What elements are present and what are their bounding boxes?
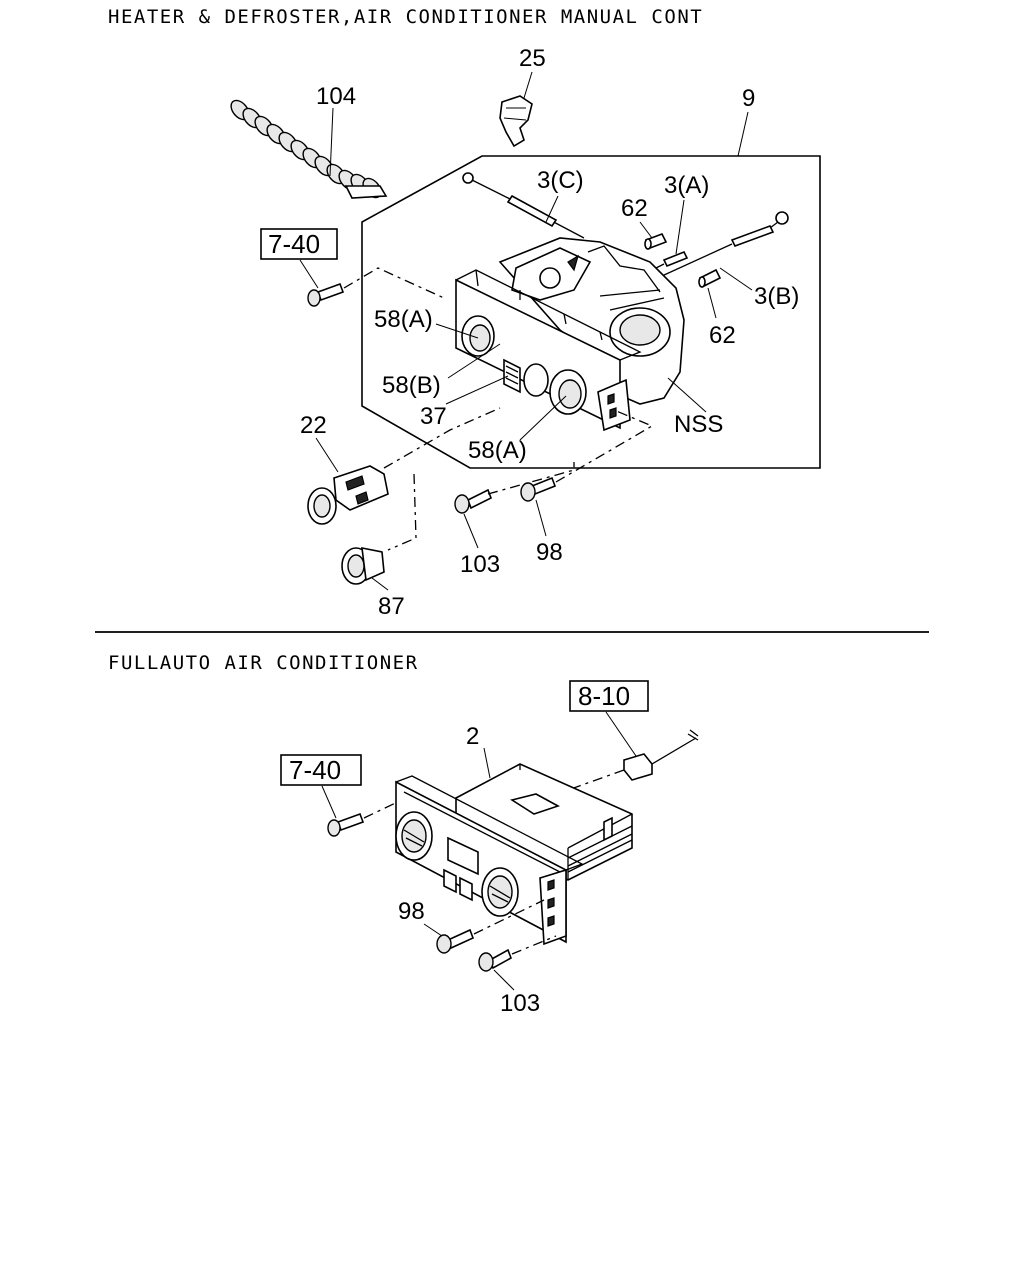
callout-58b: 58(B) — [382, 372, 441, 399]
screw-part-98-upper — [520, 476, 557, 502]
callout-62-lower: 62 — [709, 322, 736, 349]
screw-part-103-lower — [478, 948, 512, 972]
control-cable-3c — [462, 172, 585, 239]
screw-part-7-40-upper — [307, 282, 345, 307]
assembly-9-boundary — [361, 155, 821, 469]
pin-part-62-lower — [698, 268, 722, 288]
section-title-manual: HEATER & DEFROSTER,AIR CONDITIONER MANUA… — [108, 6, 703, 28]
callout-98-upper: 98 — [536, 539, 563, 566]
clip-part-25 — [499, 95, 533, 148]
callout-3a: 3(A) — [664, 172, 709, 199]
callout-103-lower: 103 — [500, 990, 540, 1017]
reference-box-7-40-lower — [280, 754, 362, 786]
lamp-socket-part-87 — [341, 546, 385, 585]
reference-box-8-10 — [569, 680, 649, 712]
section-title-fullauto: FULLAUTO AIR CONDITIONER — [108, 652, 419, 674]
callout-3b: 3(B) — [754, 283, 799, 310]
corrugated-hose-part-104 — [230, 99, 388, 199]
callout-58a-upper: 58(A) — [374, 306, 433, 333]
callout-25: 25 — [519, 45, 546, 72]
screw-part-7-40-lower — [327, 812, 365, 837]
callout-58a-lower: 58(A) — [468, 437, 527, 464]
callout-87: 87 — [378, 593, 405, 620]
control-cable-3b — [639, 211, 789, 287]
callout-9: 9 — [742, 85, 755, 112]
callout-nss: NSS — [674, 411, 723, 438]
callout-103-upper: 103 — [460, 551, 500, 578]
callout-22: 22 — [300, 412, 327, 439]
reference-label-7-40-upper: 7-40 — [268, 229, 320, 259]
callout-98-lower: 98 — [398, 898, 425, 925]
screw-part-98-lower — [436, 928, 475, 954]
manual-control-unit — [455, 237, 685, 432]
callout-3c: 3(C) — [537, 167, 584, 194]
reference-label-7-40-lower: 7-40 — [289, 755, 341, 785]
callout-37: 37 — [420, 403, 447, 430]
reference-label-8-10: 8-10 — [578, 681, 630, 711]
callout-2: 2 — [466, 723, 479, 750]
reference-box-7-40-upper — [260, 228, 338, 260]
pin-part-62-upper — [644, 232, 668, 250]
callout-104: 104 — [316, 83, 356, 110]
switch-part-22 — [307, 465, 389, 525]
callout-62-upper: 62 — [621, 195, 648, 222]
screw-part-103-upper — [454, 488, 493, 514]
fullauto-control-unit — [395, 763, 633, 946]
